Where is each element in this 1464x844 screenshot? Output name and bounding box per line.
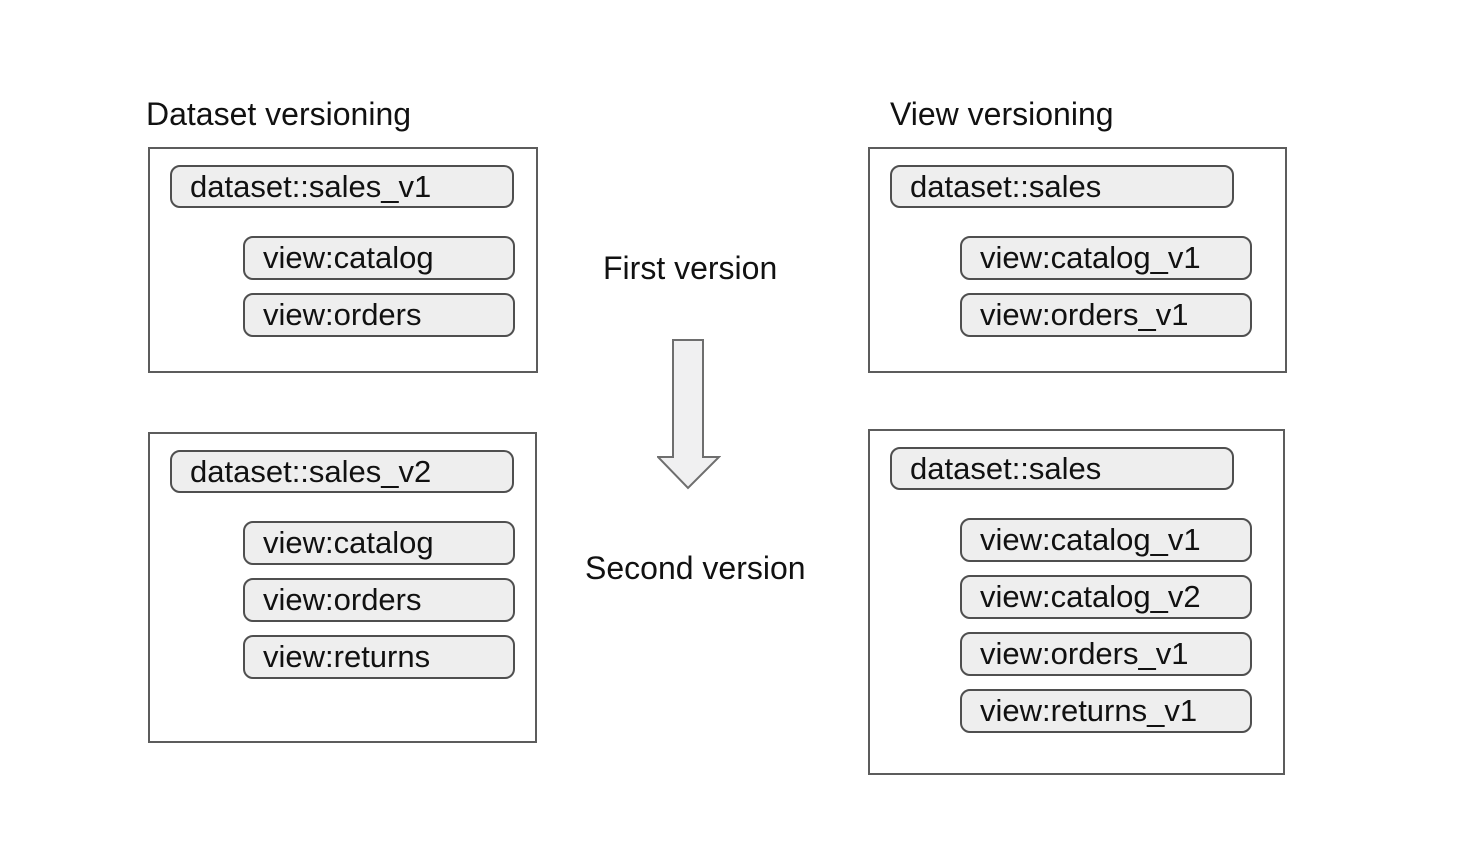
view-pill: view:catalog_v2 [960,575,1252,619]
dataset-versioning-v1-box: dataset::sales_v1 view:catalog view:orde… [148,147,538,373]
view-pill: view:catalog [243,521,515,565]
dataset-pill: dataset::sales [890,165,1234,208]
view-pill: view:orders_v1 [960,293,1252,337]
view-pill: view:catalog [243,236,515,280]
view-versioning-v2-box: dataset::sales view:catalog_v1 view:cata… [868,429,1285,775]
dataset-pill: dataset::sales_v1 [170,165,514,208]
dataset-versioning-heading: Dataset versioning [146,96,412,132]
view-pill: view:orders [243,293,515,337]
view-pill: view:orders [243,578,515,622]
view-pill: view:orders_v1 [960,632,1252,676]
down-arrow-icon [657,339,721,490]
view-pill: view:catalog_v1 [960,236,1252,280]
dataset-versioning-v2-box: dataset::sales_v2 view:catalog view:orde… [148,432,537,743]
second-version-label: Second version [585,550,806,586]
view-pill: view:returns_v1 [960,689,1252,733]
dataset-pill: dataset::sales_v2 [170,450,514,493]
dataset-pill: dataset::sales [890,447,1234,490]
view-versioning-heading: View versioning [890,96,1114,132]
view-pill: view:returns [243,635,515,679]
view-pill: view:catalog_v1 [960,518,1252,562]
first-version-label: First version [603,250,778,286]
view-versioning-v1-box: dataset::sales view:catalog_v1 view:orde… [868,147,1287,373]
